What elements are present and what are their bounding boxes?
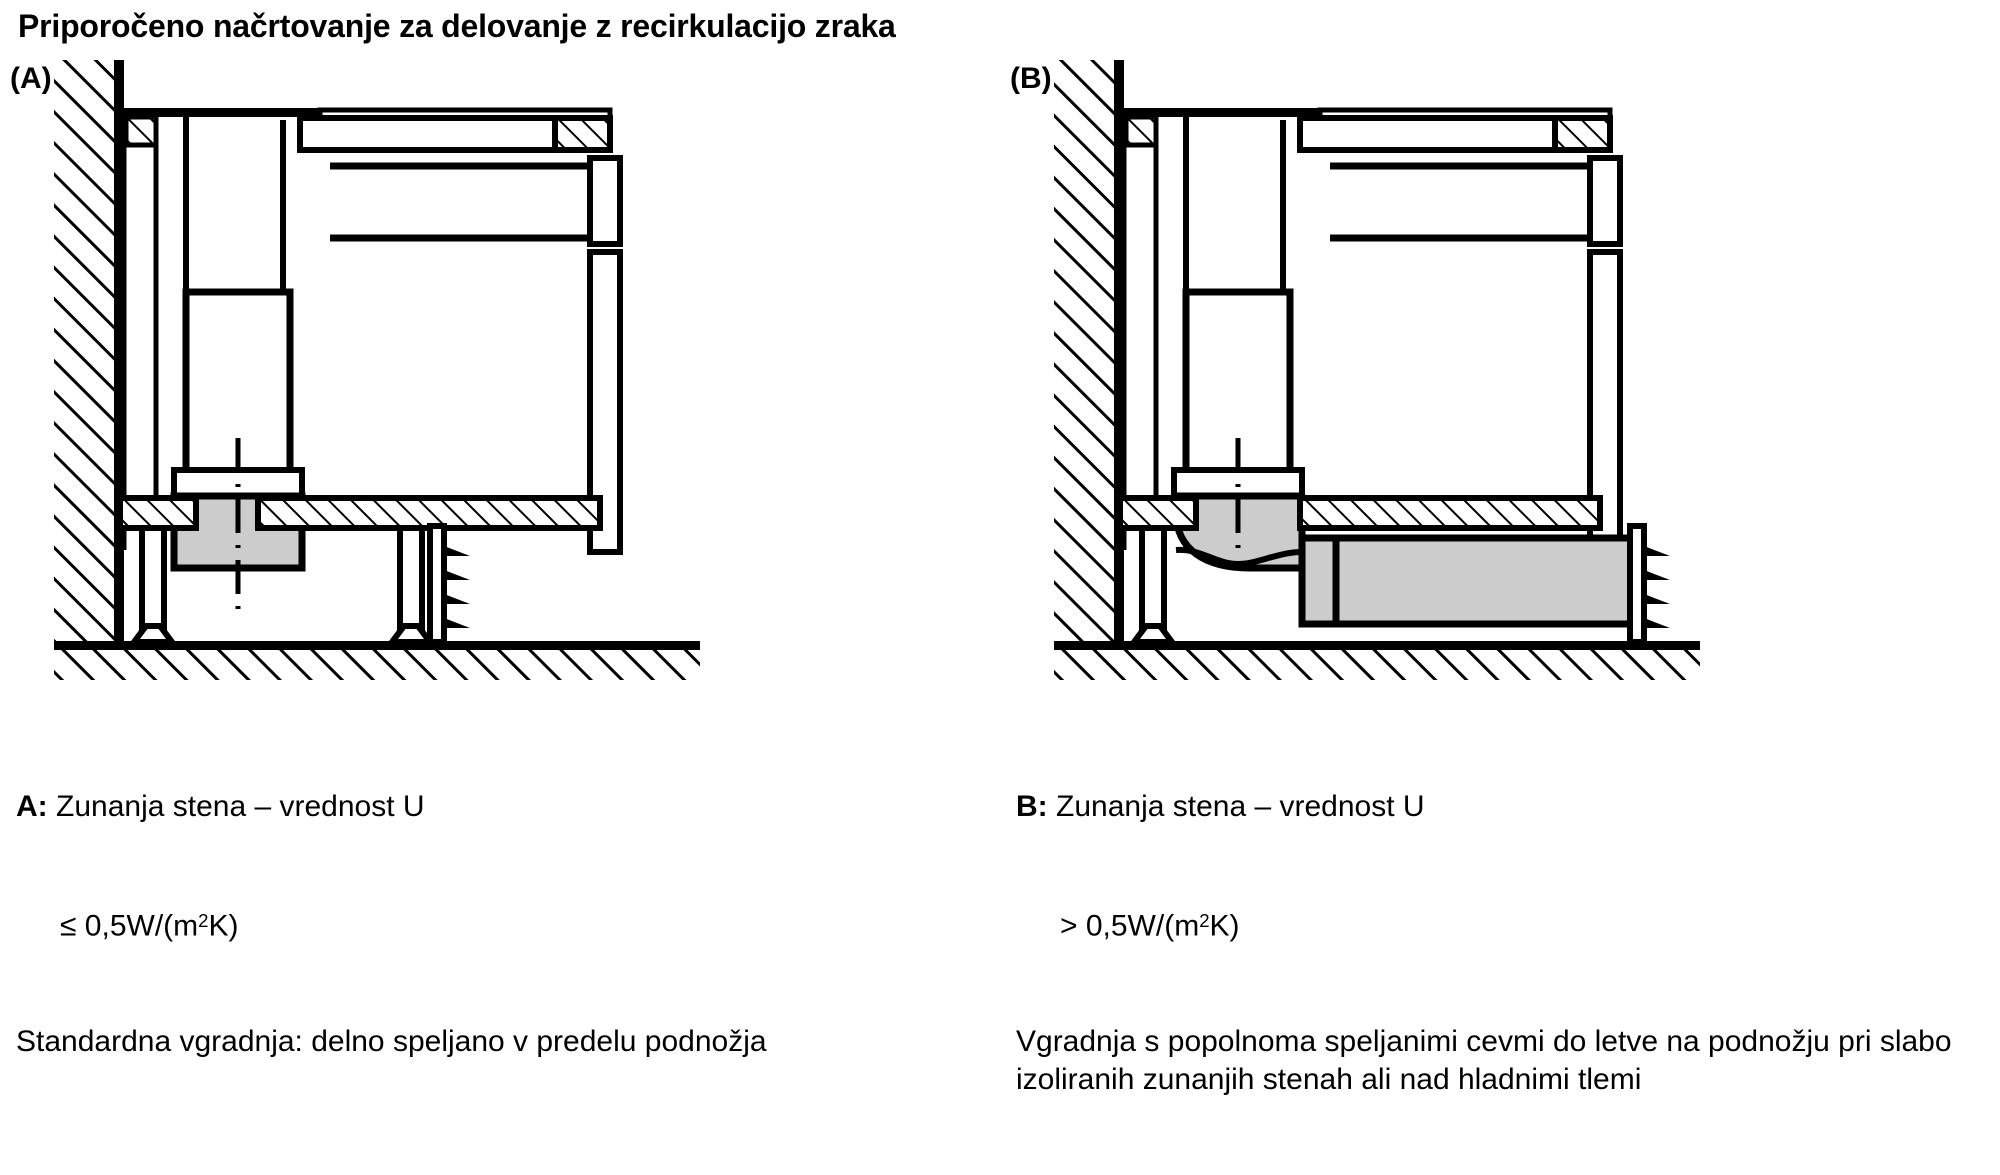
plinth-grille xyxy=(1627,523,1670,645)
panel-a-label: (A) xyxy=(10,62,52,95)
cabinet-right-panel xyxy=(1330,155,1623,555)
horizontal-duct xyxy=(1298,534,1636,628)
caption-a-condition: ≤ 0,5W/(m2K) xyxy=(16,902,796,945)
plinth-shelf xyxy=(117,495,603,531)
exterior-wall xyxy=(54,60,124,645)
caption-a-condition-prefix: ≤ 0,5W/(m xyxy=(60,909,199,943)
caption-b-condition-suffix: K) xyxy=(1209,909,1240,943)
caption-b-heading-text: Zunanja stena – vrednost U xyxy=(1056,790,1425,823)
page-title: Priporočeno načrtovanje za delovanje z r… xyxy=(18,8,896,44)
plinth-grille xyxy=(427,523,470,645)
cabinet-leg xyxy=(1128,525,1178,645)
caption-a-condition-sup: 2 xyxy=(198,910,209,931)
worktop xyxy=(1122,107,1613,153)
plinth-shelf xyxy=(1117,495,1603,531)
floor xyxy=(54,641,700,680)
caption-a-condition-suffix: K) xyxy=(208,909,239,943)
panel-b-label: (B) xyxy=(1010,62,1052,95)
diagram-a-panel: (A) xyxy=(0,60,1000,680)
caption-b-condition-sup: 2 xyxy=(1199,910,1210,931)
caption-b-letter: B: xyxy=(1016,790,1048,823)
caption-a-heading-text: Zunanja stena – vrednost U xyxy=(56,790,425,823)
diagram-a-drawing xyxy=(54,60,700,680)
caption-a-body: Standardna vgradnja: delno speljano v pr… xyxy=(16,1025,767,1059)
caption-a: A: Zunanja stena – vrednost U ≤ 0,5W/(m2… xyxy=(16,712,796,1137)
caption-a-heading: A: Zunanja stena – vrednost U xyxy=(16,788,796,826)
floor xyxy=(1054,641,1700,680)
caption-b-heading: B: Zunanja stena – vrednost U xyxy=(1016,788,1996,826)
caption-b: B: Zunanja stena – vrednost U > 0,5W/(m2… xyxy=(1016,712,1996,1175)
worktop xyxy=(122,107,613,153)
cabinet-leg xyxy=(128,525,436,645)
caption-a-letter: A: xyxy=(16,790,48,823)
diagram-b-drawing xyxy=(1054,60,1700,680)
cabinet-right-panel xyxy=(330,155,623,555)
caption-b-body: Vgradnja s popolnoma speljanimi cevmi do… xyxy=(1016,1025,1960,1097)
diagram-b-panel: (B) xyxy=(1000,60,2000,680)
caption-b-condition-prefix: > 0,5W/(m xyxy=(1060,909,1200,943)
caption-b-condition: > 0,5W/(m2K) xyxy=(1016,902,1996,945)
wall-group xyxy=(1054,60,1124,645)
diagram-page: Priporočeno načrtovanje za delovanje z r… xyxy=(0,8,2000,1096)
